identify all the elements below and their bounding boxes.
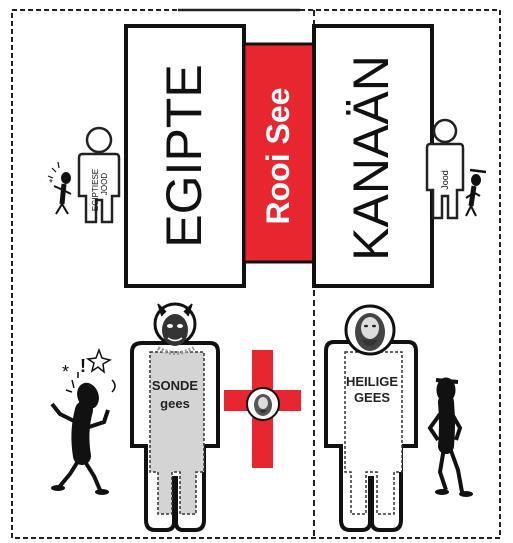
angry-stick-man-icon: * !: [51, 350, 115, 495]
kanaan-panel: KANAÄN: [314, 26, 432, 286]
kanaan-label: KANAÄN: [343, 55, 399, 261]
gees-label-right: GEES: [354, 390, 390, 405]
egipte-label: EGIPTE: [156, 64, 212, 247]
small-figure-left: EGIPTIESE JOOD: [79, 128, 119, 222]
small-left-label-2: JOOD: [100, 173, 109, 195]
small-right-label: Jood: [440, 170, 450, 190]
jesus-face-icon: [355, 313, 385, 351]
small-angry-man-icon: *: [48, 162, 71, 214]
gees-label-left: gees: [160, 396, 190, 411]
egipte-panel: EGIPTE: [126, 26, 244, 286]
heilige-label: HEILIGE: [346, 374, 398, 389]
small-left-label-1: EGIPTIESE: [91, 169, 100, 211]
large-figure-right: HEILIGE GEES: [326, 306, 416, 530]
angry-asterisk-icon: *: [62, 362, 69, 382]
sonde-label: SONDE: [152, 378, 199, 393]
small-asterisk-icon: *: [49, 178, 53, 189]
rooi-see-label: Rooi See: [260, 88, 296, 225]
angry-exclaim-icon: !: [80, 356, 86, 376]
large-figure-left: SONDE gees: [132, 304, 218, 530]
rooi-see-panel: Rooi See: [244, 44, 314, 262]
calm-stick-man-icon: [430, 378, 473, 497]
red-cross: [224, 350, 301, 468]
small-stick-man-icon: [466, 170, 486, 216]
jesus-face-icon-small: [254, 394, 272, 416]
